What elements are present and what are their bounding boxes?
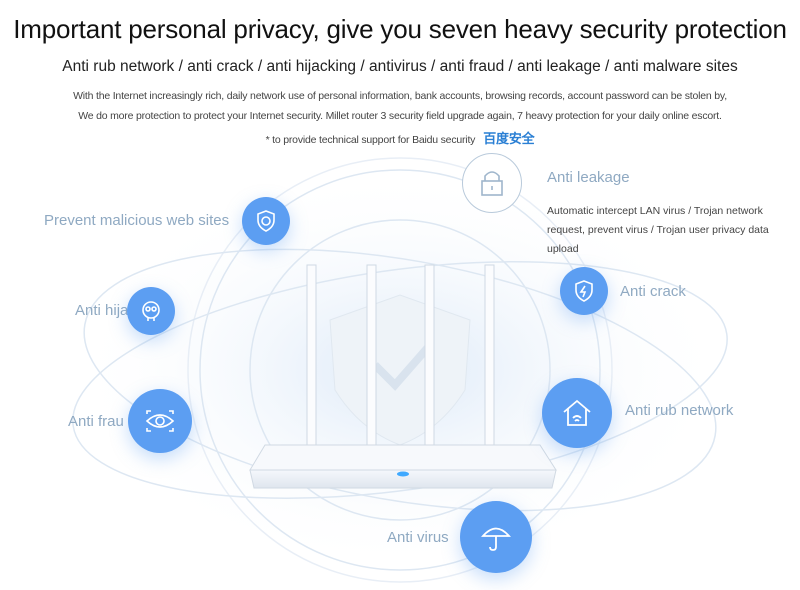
umbrella-icon xyxy=(460,501,532,573)
feature-crack-label: Anti crack xyxy=(620,283,686,300)
face-icon xyxy=(127,287,175,335)
feature-leakage-description: Automatic intercept LAN virus / Trojan n… xyxy=(547,205,769,255)
router-illustration xyxy=(70,157,730,583)
eye-icon xyxy=(128,389,192,453)
shield-web-icon xyxy=(242,197,290,245)
feature-virus-label: Anti virus xyxy=(387,529,449,546)
feature-malicious-label: Prevent malicious web sites xyxy=(44,212,230,229)
feature-rub-label: Anti rub network xyxy=(625,402,734,419)
feature-hijack-label: Anti hija xyxy=(75,302,129,319)
status-led xyxy=(397,471,409,477)
baidu-logo: 百度安全 xyxy=(483,131,535,146)
intro-line-2: We do more protection to protect your In… xyxy=(78,110,722,122)
intro-line-1: With the Internet increasingly rich, dai… xyxy=(73,90,727,102)
lock-icon xyxy=(462,153,522,213)
orbit-rings xyxy=(72,157,728,583)
home-wifi-icon xyxy=(542,378,612,448)
support-note: * to provide technical support for Baidu… xyxy=(0,128,800,147)
page-title: Important personal privacy, give you sev… xyxy=(13,14,787,44)
feature-fraud-label: Anti frau xyxy=(68,413,124,430)
feature-leakage-label: Anti leakage xyxy=(547,169,630,186)
shield-bolt-icon xyxy=(560,267,608,315)
support-note-text: * to provide technical support for Baidu… xyxy=(265,134,476,146)
page-subtitle: Anti rub network / anti crack / anti hij… xyxy=(62,58,738,75)
